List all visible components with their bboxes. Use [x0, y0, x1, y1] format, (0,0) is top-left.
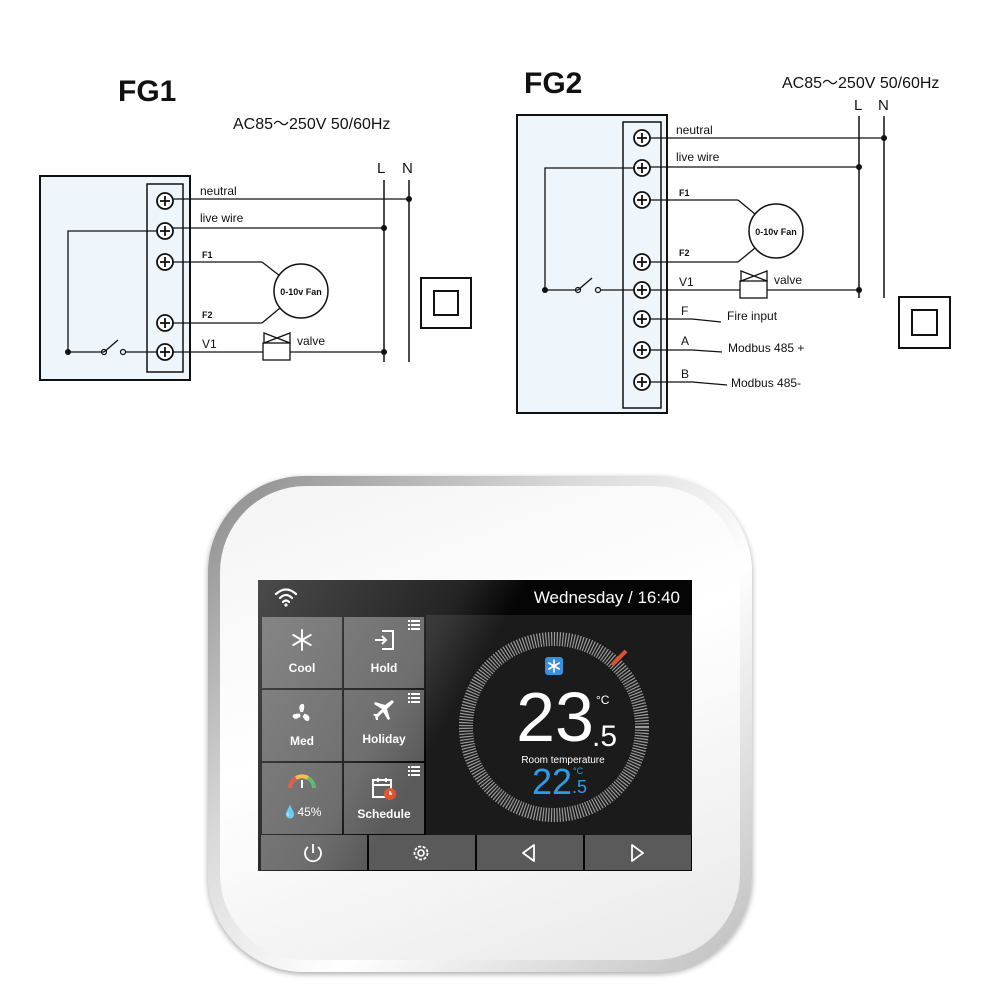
fg1-fan-label: 0-10v Fan — [280, 287, 322, 297]
humidity-tile[interactable]: 💧45% — [262, 763, 342, 834]
fg1-title: FG1 — [118, 75, 176, 108]
fg1-L-label: L — [377, 160, 385, 177]
humidity-gauge-icon — [262, 773, 342, 794]
fg2-fire-input-label: Fire input — [727, 309, 778, 323]
fg2-live-wire-label: live wire — [676, 150, 720, 164]
current-temperature-unit: °C — [596, 693, 610, 707]
cool-label: Cool — [288, 661, 316, 675]
wiring-diagrams: FG1 AC85～250V 50/60Hz L N neutral live w… — [39, 67, 951, 414]
current-temperature-decimal: .5 — [592, 720, 617, 753]
right-arrow-icon — [631, 844, 644, 862]
fg1-F2-label: F2 — [202, 310, 213, 320]
airplane-icon — [344, 698, 424, 727]
schedule-button[interactable]: Schedule — [344, 763, 424, 834]
temperature-display: 23 °C .5 Room temperature 22 °C .5 — [426, 615, 692, 835]
fg1-live-wire-label: live wire — [200, 211, 244, 225]
fg2-F2-label: F2 — [679, 248, 690, 258]
fan-icon — [262, 702, 342, 731]
fg1-diagram: FG1 AC85～250V 50/60Hz L N neutral live w… — [39, 75, 472, 381]
fg2-terminal-7 — [633, 341, 651, 359]
power-icon — [304, 844, 322, 863]
fg2-terminal-2 — [633, 159, 651, 177]
next-button[interactable] — [585, 835, 691, 870]
fg2-supply-label: AC85～250V 50/60Hz — [782, 75, 939, 92]
date-time: Wednesday / 16:40 — [533, 588, 680, 607]
fg2-L-label: L — [854, 97, 862, 114]
settings-button[interactable] — [369, 835, 475, 870]
wifi-icon — [274, 588, 298, 607]
humidity-percent: 45% — [297, 805, 322, 819]
fg1-terminal-3 — [156, 253, 174, 271]
fg1-terminal-2 — [156, 222, 174, 240]
fg2-terminal-1 — [633, 129, 651, 147]
fg2-terminal-4 — [633, 253, 651, 271]
fg2-fan-label: 0-10v Fan — [755, 227, 797, 237]
menu-list-icon — [408, 620, 420, 630]
snowflake-icon — [262, 629, 342, 656]
fg1-valve-label: valve — [297, 334, 325, 348]
settings-icon — [413, 845, 429, 861]
fg2-neutral-label: neutral — [676, 123, 713, 137]
fg1-N-label: N — [402, 160, 413, 177]
room-temperature-label: Room temperature — [521, 755, 605, 766]
fg1-terminal-1 — [156, 192, 174, 210]
fg1-terminal-5 — [156, 343, 174, 361]
droplet-icon: 💧 — [282, 805, 298, 819]
fg1-neutral-label: neutral — [200, 184, 237, 198]
fg1-terminal-4 — [156, 314, 174, 332]
fg2-A-label: A — [681, 334, 689, 348]
menu-list-icon — [408, 766, 420, 776]
fg2-F1-label: F1 — [679, 188, 690, 198]
set-temperature-unit: °C — [573, 766, 584, 776]
med-label: Med — [290, 734, 314, 748]
fg2-N-label: N — [878, 97, 889, 114]
fg2-fan-symbol — [748, 203, 804, 259]
fg1-V1-label: V1 — [202, 337, 217, 351]
holiday-button[interactable]: Holiday — [344, 690, 424, 761]
fg2-modbus-plus-label: Modbus 485 + — [728, 341, 804, 355]
fg2-valve-label: valve — [774, 273, 802, 287]
fg2-valve-symbol — [739, 270, 768, 299]
fg1-valve-symbol — [262, 332, 291, 361]
fg2-terminal-8 — [633, 373, 651, 391]
fg2-terminal-5 — [633, 281, 651, 299]
fg1-F1-label: F1 — [202, 250, 213, 260]
fg2-F-label: F — [681, 304, 688, 318]
previous-button[interactable] — [477, 835, 583, 870]
hold-label: Hold — [370, 661, 398, 675]
fg2-title: FG2 — [524, 67, 582, 100]
fg2-terminal-6 — [633, 310, 651, 328]
fg1-supply-label: AC85～250V 50/60Hz — [233, 116, 390, 133]
power-button[interactable] — [261, 835, 367, 870]
fg1-terminal-block — [146, 183, 184, 373]
menu-list-icon — [408, 693, 420, 703]
left-arrow-icon — [522, 844, 535, 862]
fg2-modbus-minus-label: Modbus 485- — [731, 376, 801, 390]
snowflake-icon — [545, 657, 563, 675]
schedule-label: Schedule — [357, 807, 411, 821]
hold-button[interactable]: Hold — [344, 617, 424, 688]
fg2-B-label: B — [681, 367, 689, 381]
status-bar: Wednesday / 16:40 — [258, 580, 692, 615]
setpoint-marker — [610, 649, 628, 667]
set-temperature: 22 — [532, 761, 572, 802]
current-temperature: 23 — [516, 678, 594, 756]
fg2-V1-label: V1 — [679, 275, 694, 289]
schedule-icon — [344, 777, 424, 806]
temperature-dial[interactable]: 23 °C .5 Room temperature 22 °C .5 — [426, 615, 692, 835]
humidity-value: 💧45% — [262, 805, 342, 819]
set-temperature-decimal: .5 — [572, 777, 587, 797]
fan-speed-button[interactable]: Med — [262, 690, 342, 761]
holiday-label: Holiday — [362, 732, 406, 746]
fg2-diagram: FG2 AC85～250V 50/60Hz L N neutral live w… — [516, 67, 951, 414]
cool-mode-button[interactable]: Cool — [262, 617, 342, 688]
fg1-fan-symbol — [273, 263, 329, 319]
thermostat-screen: Wednesday / 16:40 Cool Hold Med Holiday — [258, 580, 692, 871]
hold-icon — [344, 629, 424, 656]
fg2-terminal-3 — [633, 191, 651, 209]
